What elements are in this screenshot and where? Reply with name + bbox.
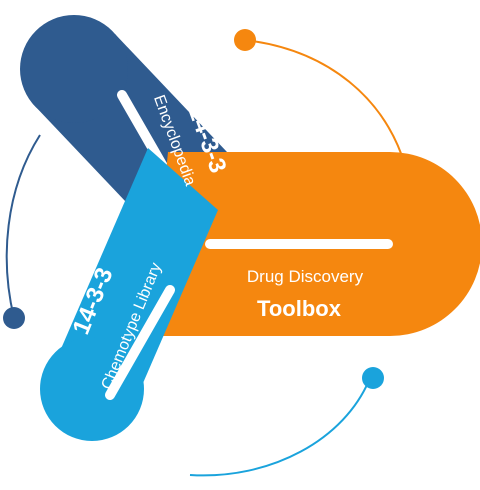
orbit-dot-navy	[3, 307, 25, 329]
chemotype-library-pill	[40, 148, 218, 441]
encyclopedia-pill-cap	[20, 15, 128, 123]
toolbox-line1: Drug Discovery	[247, 267, 364, 286]
orbit-arc-left	[5, 134, 41, 319]
toolbox-pill	[150, 152, 480, 336]
toolbox-line2: Toolbox	[257, 296, 342, 321]
orbit-arc-bottom	[189, 377, 371, 477]
orbit-dot-orange	[234, 29, 256, 51]
chemotype-library-highlight-line	[105, 285, 175, 400]
chemotype-library-pill-cap	[40, 337, 144, 441]
orbit-arc-top	[244, 39, 406, 166]
orbit-dot-cyan	[362, 367, 384, 389]
